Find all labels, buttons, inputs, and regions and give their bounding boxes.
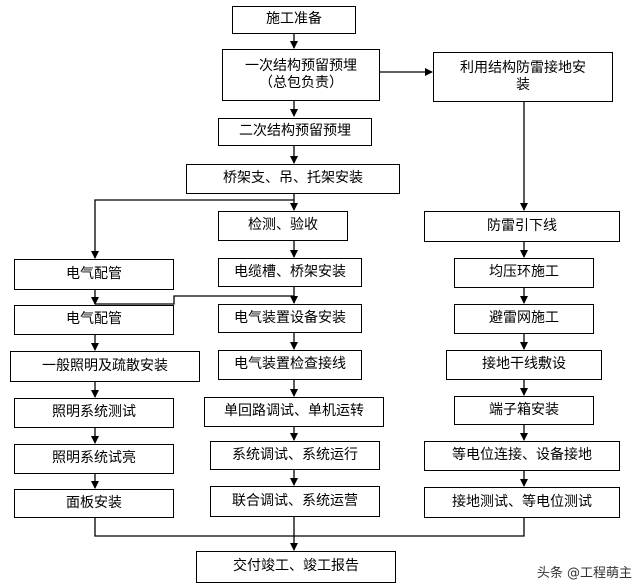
box-lightning-struct: 利用结构防雷接地安 装 (433, 52, 613, 102)
box-equipotential: 等电位连接、设备接地 (424, 441, 620, 471)
box-cable-tray: 电缆槽、桥架安装 (218, 258, 362, 287)
box-conduit-1: 电气配管 (14, 259, 174, 290)
box-sys-debug: 系统调试、系统运行 (210, 441, 380, 470)
box-handover: 交付竣工、竣工报告 (196, 551, 396, 583)
arrow-bracket-conduit (91, 199, 294, 259)
box-prep: 施工准备 (232, 6, 356, 34)
box-elec-device: 电气装置设备安装 (218, 304, 362, 333)
box-lighting-test: 照明系统测试 (14, 398, 174, 428)
box-joint-debug: 联合调试、系统运营 (210, 486, 380, 517)
arrow-cabletray-conduit2 (95, 295, 294, 305)
watermark: 头条 @工程萌主 (536, 566, 632, 581)
box-panel: 面板安装 (14, 489, 174, 518)
box-ground-test: 接地测试、等电位测试 (424, 487, 620, 518)
box-lighting-install: 一般照明及疏散安装 (10, 351, 200, 382)
box-bracket: 桥架支、吊、托架安装 (186, 164, 400, 194)
box-secondary: 二次结构预留预埋 (218, 118, 372, 146)
box-terminal: 端子箱安装 (454, 396, 594, 425)
box-primary: 一次结构预留预埋 （总包负责） (222, 49, 380, 101)
box-elec-check: 电气装置检查接线 (218, 350, 362, 380)
box-conduit-2: 电气配管 (14, 305, 174, 335)
box-inspect: 检测、验收 (218, 211, 348, 241)
box-ring: 均压环施工 (454, 258, 594, 288)
box-single-loop: 单回路调试、单机运转 (204, 397, 384, 427)
box-lighting-trial: 照明系统试亮 (14, 444, 174, 474)
box-net: 避雷网施工 (454, 304, 594, 334)
box-downlead: 防雷引下线 (424, 211, 620, 242)
box-ground-main: 接地干线敷设 (446, 350, 602, 380)
